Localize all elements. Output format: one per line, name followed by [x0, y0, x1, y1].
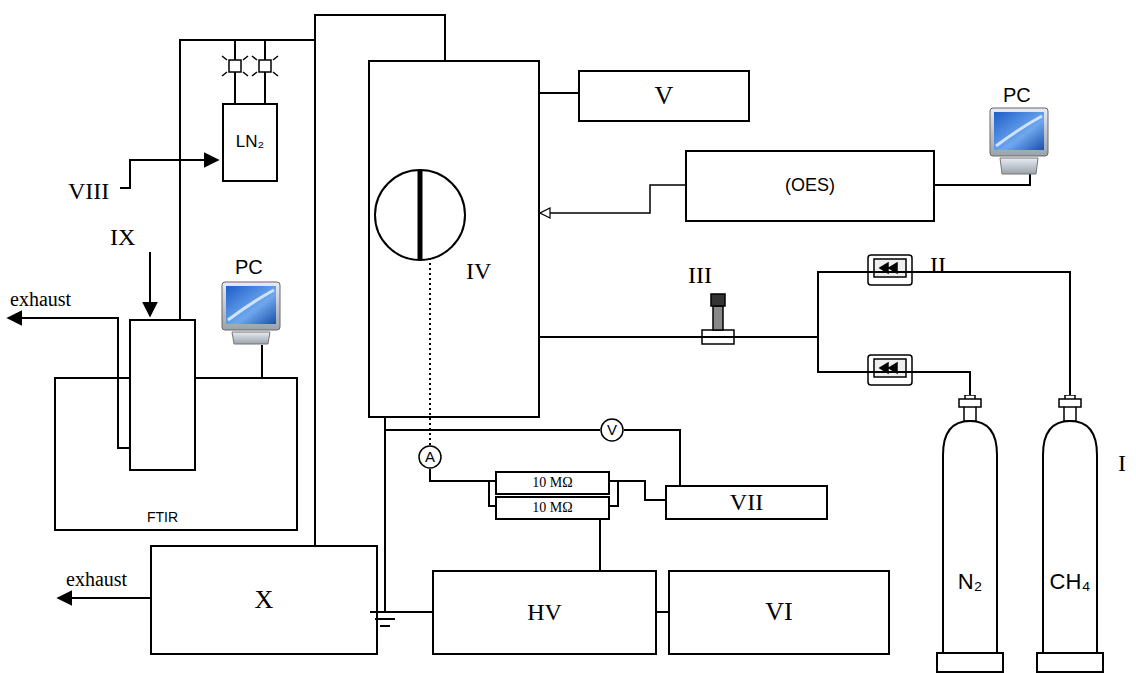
cable — [261, 345, 263, 378]
ground-symbol — [370, 612, 400, 626]
computer-icon — [222, 282, 280, 344]
connector — [315, 15, 445, 545]
node-label: VII — [730, 489, 763, 515]
resistor: 10 MΩ — [495, 471, 610, 495]
node-label: 10 MΩ — [532, 475, 572, 490]
node-label: FTIR — [147, 510, 178, 525]
connector — [540, 337, 970, 395]
valve — [222, 56, 278, 76]
node-label: HV — [527, 599, 562, 625]
pump-box: X — [150, 545, 378, 655]
power-supply-box: HV — [432, 570, 657, 655]
connector — [624, 430, 680, 485]
callout-number: VIII — [68, 178, 109, 204]
node-label: X — [255, 586, 274, 615]
leader-arrow — [149, 252, 151, 316]
node-label: LN₂ — [236, 133, 264, 152]
voltmeter: V — [600, 418, 624, 442]
ftir-box: FTIR — [55, 378, 297, 530]
electrode — [418, 170, 423, 260]
instrument-box: V — [578, 70, 750, 122]
exhaust-label: exhaust — [10, 288, 71, 310]
connector — [657, 611, 668, 613]
wire — [610, 481, 618, 506]
discharge-cell — [375, 170, 465, 260]
connector — [610, 481, 665, 500]
gas-cylinder: CH₄ — [1035, 395, 1105, 673]
gas-cell — [130, 320, 195, 470]
node-label: N₂ — [958, 570, 982, 594]
computer-icon — [990, 108, 1048, 174]
callout-number: I — [1118, 450, 1126, 476]
wire — [385, 429, 600, 431]
node-label: A — [425, 449, 435, 466]
exhaust-line — [8, 318, 130, 448]
instrument-box: VI — [668, 570, 890, 655]
spectrometer-box: (OES) — [685, 150, 935, 222]
connector — [430, 469, 495, 481]
connector — [599, 520, 601, 570]
exhaust-line — [58, 597, 150, 599]
dewar-box: LN₂ — [222, 103, 278, 182]
reactor-chamber: IV — [368, 60, 540, 418]
connector — [540, 92, 578, 94]
optical-fiber — [540, 185, 685, 213]
node-label: (OES) — [785, 176, 835, 196]
node-label: V — [607, 422, 617, 439]
resistor: 10 MΩ — [495, 496, 610, 520]
instrument-box: VII — [665, 485, 828, 520]
node-label: V — [655, 82, 674, 111]
pipe — [180, 40, 315, 320]
device-label: PC — [1003, 84, 1031, 106]
callout-number: IX — [110, 224, 135, 250]
leader-arrow — [120, 160, 218, 188]
electrode-lead — [429, 258, 431, 418]
cylinder-outline — [935, 395, 1005, 673]
ammeter: A — [418, 445, 442, 469]
electrode-lead — [429, 418, 431, 445]
callout-number: II — [930, 252, 946, 278]
node-label: 10 MΩ — [532, 500, 572, 515]
exhaust-label: exhaust — [66, 568, 127, 590]
node-label: CH₄ — [1050, 570, 1091, 594]
device-label: PC — [235, 256, 263, 278]
callout-number: III — [688, 262, 712, 288]
connector — [540, 272, 1070, 395]
cylinder-outline — [1035, 395, 1105, 673]
mass-flow-controller — [868, 255, 912, 385]
node-label: VI — [765, 598, 792, 627]
node-label: IV — [466, 258, 491, 284]
gas-cylinder: N₂ — [935, 395, 1005, 673]
